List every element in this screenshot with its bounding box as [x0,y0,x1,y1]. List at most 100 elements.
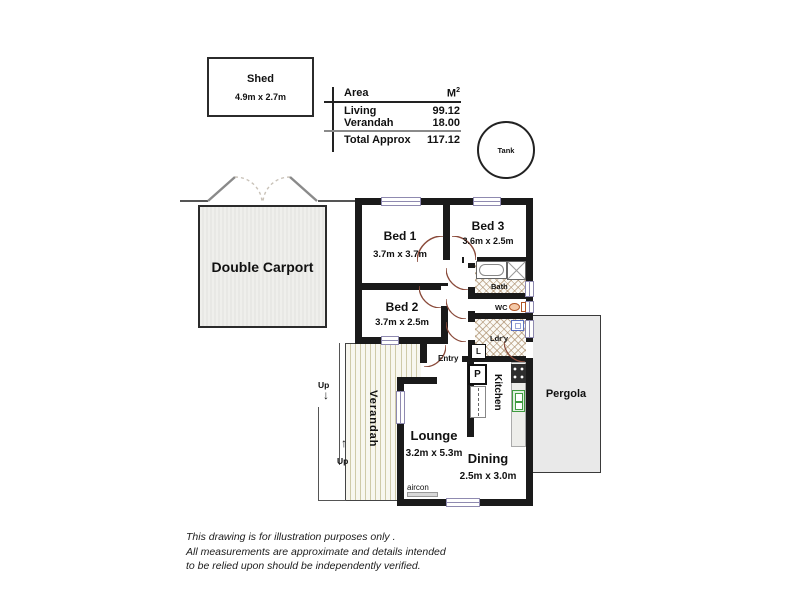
verandah-floor [345,343,397,501]
window-wc [525,301,534,313]
area-row-total: Total Approx 117.12 [344,134,460,146]
room-size: 3.6m x 2.5m [462,236,514,246]
entry-label: Entry [438,354,459,363]
area-table-vline [332,87,334,152]
area-row-living: Living 99.12 [344,105,460,117]
door-arc-laundry [446,322,466,342]
window-bed3 [473,197,501,206]
laundry-sink-icon [511,320,524,331]
room-name: Bed 1 [383,229,417,243]
up-label-top: Up [318,380,330,390]
kitchen-label: Kitchen [492,374,503,411]
room-name: Dining [467,451,509,466]
area-total-value: 117.12 [426,134,460,146]
wall-bed2-hall [441,283,448,344]
tank-label: Tank [497,145,515,155]
room-bed1: Bed 1 3.7m x 3.7m [357,229,443,260]
verandah-label: Verandah [367,390,379,448]
pergola-area: Pergola [531,315,601,473]
wall-top [355,198,533,205]
room-name: Bed 3 [471,219,505,233]
area-row-value: 99.12 [432,105,460,117]
shower-icon [507,261,526,280]
wall-bed1-bed3 [443,205,450,260]
area-row-label: Living [344,105,377,117]
wall-entry-stub [420,337,427,363]
gate-icon [207,176,318,202]
room-lounge: Lounge 3.2m x 5.3m [398,428,470,459]
shed-outline: Shed 4.9m x 2.7m [207,57,314,117]
door-gap-bed3 [464,257,477,263]
arrow-up-icon: ↑ [341,436,347,450]
room-size: 3.7m x 2.5m [375,317,429,328]
arrow-down-icon: ↓ [323,388,329,402]
door-gap-back [526,342,533,358]
toilet-icon [509,302,526,312]
shed-size-label: 4.9m x 2.7m [234,91,287,102]
up-label-bottom: Up [337,456,349,466]
linen-label: L [476,347,481,356]
carport-label: Double Carport [211,258,314,275]
fence-line-left [180,200,208,202]
door-arc-bed1 [417,236,443,262]
wall-wc-laundry [475,313,533,319]
area-table-header: Area M2 [344,87,460,100]
area-col-label: Area [344,87,369,99]
pantry-label: P [474,369,481,380]
kitchen-sink-icon [512,390,525,412]
area-row-verandah: Verandah 18.00 [344,117,460,129]
kitchen-cabinet [470,386,486,418]
disclaimer: This drawing is for illustration purpose… [186,530,446,574]
door-arc-entry [424,345,446,367]
pergola-label: Pergola [545,388,587,400]
wall-bed2-bottom [355,337,448,344]
window-lounge [396,391,405,424]
door-arc-bed3 [452,236,476,260]
area-table-line-1 [324,101,461,103]
area-row-value: 18.00 [432,117,460,129]
tank-circle: Tank [477,121,535,179]
steps-line-outer [318,407,319,501]
wall-lounge-left [397,377,404,506]
door-arc-wc [446,299,466,319]
steps-line-bottom [318,500,346,501]
room-dining: Dining 2.5m x 3.0m [450,451,526,482]
disclaimer-line: All measurements are approximate and det… [186,545,446,558]
window-laundry [525,320,534,338]
pantry-cupboard: P [468,364,487,385]
door-arc-bath [446,268,468,290]
disclaimer-line: to be relied upon should be independentl… [186,560,421,572]
room-name: Bed 2 [385,300,419,314]
disclaimer-line: This drawing is for illustration purpose… [186,531,396,543]
wall-left [355,198,362,344]
window-dining [446,498,480,507]
door-arc-bed2 [419,286,441,308]
door-arc-back [504,341,525,362]
laundry-label: Ldr'y [490,334,509,343]
room-size: 3.2m x 5.3m [405,448,463,459]
room-bed2: Bed 2 3.7m x 2.5m [360,300,444,328]
wall-lounge-step [397,377,437,384]
room-size: 2.5m x 3.0m [459,471,517,482]
wc-label: WC [495,303,508,312]
aircon-unit [407,492,438,497]
door-gap-bed2 [441,286,448,306]
stove-icon [511,364,526,383]
door-gap-bath [468,268,475,287]
door-gap-laundry [468,322,475,340]
area-row-label: Verandah [344,117,394,129]
door-gap-wc [468,299,475,311]
carport-area: Double Carport [198,205,327,328]
window-bath [525,281,534,297]
area-table-line-2 [324,130,461,132]
room-name: Lounge [410,428,458,443]
room-bed3: Bed 3 3.6m x 2.5m [450,219,526,246]
aircon-label: aircon [407,483,429,492]
bathtub-icon [476,261,507,279]
wall-bath-wc [475,293,533,299]
window-bed2 [381,336,399,345]
bath-label: Bath [491,282,508,291]
window-bed1 [381,197,421,206]
verandah-floor-upper [397,343,421,377]
